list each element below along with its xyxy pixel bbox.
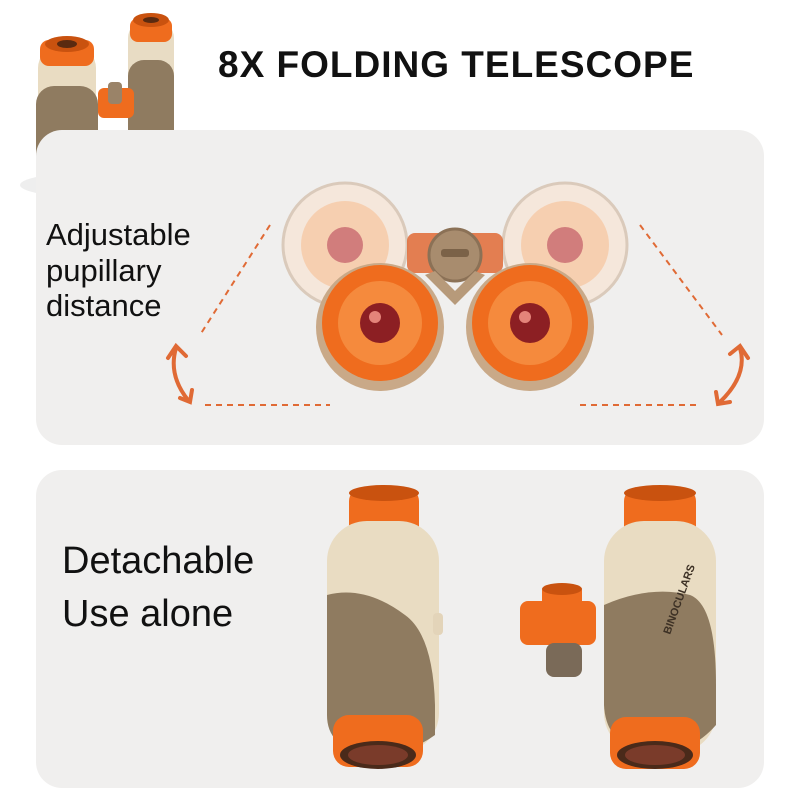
caption-line-2: pupillary — [46, 252, 162, 288]
binocular-folding-image — [281, 181, 629, 391]
caption-use-alone: Use alone — [62, 593, 234, 636]
rotate-arrow-right-icon — [714, 343, 750, 407]
monocular-right-image: BINOCULARS — [520, 485, 716, 769]
detachable-caption: Detachable Use alone — [62, 535, 254, 641]
monocular-left-image — [327, 485, 443, 769]
caption-line-1: Adjustable — [46, 217, 191, 252]
caption-line-3: distance — [46, 288, 162, 324]
caption-detachable: Detachable — [62, 540, 255, 582]
rotate-arrow-left-icon — [166, 342, 194, 405]
pupillary-distance-caption: Adjustable pupillary distance — [46, 217, 191, 325]
page-title: 8X FOLDING TELESCOPE — [218, 44, 695, 85]
